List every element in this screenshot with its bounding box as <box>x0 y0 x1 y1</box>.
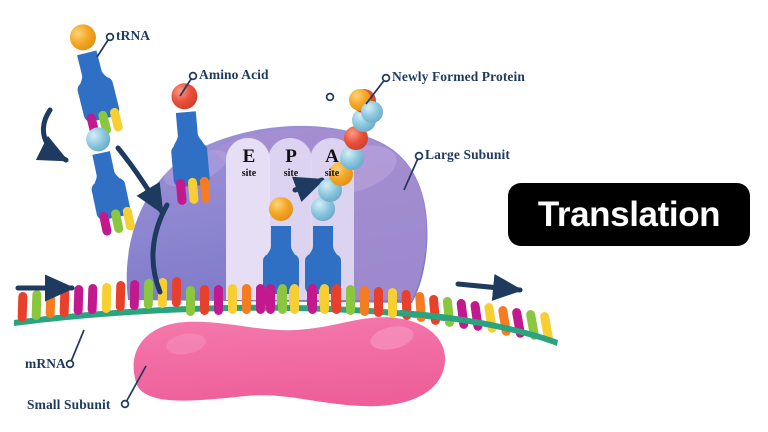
label-trna: tRNA <box>116 28 151 43</box>
site-label-a: A <box>325 146 339 167</box>
site-sublabel-e: site <box>241 168 257 179</box>
incoming-trna-amino-acid <box>171 83 211 205</box>
free-trna-upper-left <box>69 24 123 138</box>
mrna-strand <box>14 277 558 346</box>
site-sublabel-a: site <box>324 168 340 179</box>
translation-title-badge: Translation <box>508 183 750 246</box>
site-label-p: P <box>285 146 297 167</box>
newly-formed-protein-chain <box>311 89 383 221</box>
translation-title-text: Translation <box>537 194 721 234</box>
label-small-subunit: Small Subunit <box>27 397 111 412</box>
site-sublabel-p: site <box>283 168 299 179</box>
free-trna-lower-left <box>86 127 135 236</box>
peptide-transfer-arrow <box>291 176 325 203</box>
label-mrna: mRNA <box>25 356 66 371</box>
trna-recycle-arrow-upper <box>35 107 69 163</box>
callout-leaders <box>65 32 424 409</box>
mrna-codon-bars <box>17 277 553 342</box>
small-subunit <box>133 317 446 407</box>
trna-entry-arrow <box>150 202 170 295</box>
trna-recycle-arrow-lower <box>115 145 165 215</box>
mrna-direction-arrow-right <box>455 273 523 301</box>
site-label-e: E <box>242 146 256 167</box>
label-large-subunit: Large Subunit <box>425 147 510 162</box>
label-newly-formed-protein: Newly Formed Protein <box>392 69 525 84</box>
label-amino-acid: Amino Acid <box>199 67 269 82</box>
